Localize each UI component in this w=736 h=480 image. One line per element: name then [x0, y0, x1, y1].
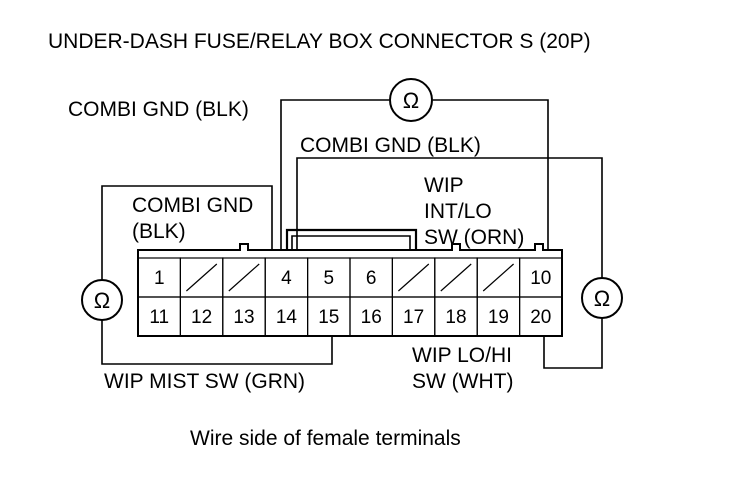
wire-mid-gnd: [296, 157, 603, 278]
wire-int-lo-inner: [291, 235, 411, 256]
terminal-number: 6: [366, 268, 377, 289]
terminal-cell: [518, 296, 563, 337]
blank-terminal-slash: [440, 263, 472, 292]
terminal-number: 19: [488, 307, 509, 328]
label-wip-int-2: INT/LO: [424, 200, 492, 223]
label-combi-gnd-mid: COMBI GND (BLK): [300, 134, 481, 157]
terminal-number: 5: [324, 268, 335, 289]
terminal-number: 18: [445, 307, 466, 328]
ohmmeter-right: Ω: [581, 277, 623, 319]
terminal-number: 4: [281, 268, 292, 289]
ohm-symbol-right: Ω: [594, 286, 610, 311]
ohmmeter-left-icon: [81, 279, 123, 321]
terminal-number: 1: [154, 268, 165, 289]
blank-terminal-slash: [482, 263, 514, 292]
label-combi-gnd-left-1: COMBI GND: [132, 194, 253, 217]
terminal-number: 14: [276, 307, 298, 328]
terminal-number: 10: [530, 268, 551, 289]
wire-right-meter-bottom: [543, 318, 603, 369]
ohm-symbol-left: Ω: [94, 288, 110, 313]
label-combi-gnd-top: COMBI GND (BLK): [68, 98, 249, 121]
terminal-number: 11: [149, 307, 169, 328]
diagram-title: UNDER-DASH FUSE/RELAY BOX CONNECTOR S (2…: [48, 30, 591, 53]
wire-int-lo-jumper: [285, 228, 418, 256]
blank-terminal-slash: [186, 263, 218, 292]
label-wip-int-3: SW (ORN): [424, 226, 524, 249]
wire-top-meter-right: [433, 99, 549, 250]
ohmmeter-right-icon: [581, 277, 623, 319]
ohm-symbol-top: Ω: [403, 88, 419, 113]
terminal-number: 16: [361, 307, 382, 328]
label-wip-mist: WIP MIST SW (GRN): [104, 370, 305, 393]
ohmmeter-top: Ω: [389, 78, 433, 122]
terminal-number: 17: [403, 307, 424, 328]
wire-pin4-top-meter: [280, 99, 389, 258]
blank-terminal-slash: [398, 263, 430, 292]
label-wip-lohi-2: SW (WHT): [412, 370, 513, 393]
diagram-caption: Wire side of female terminals: [190, 427, 461, 450]
wires: [101, 99, 603, 369]
terminal-number: 20: [530, 307, 551, 328]
wire-left-gnd: [101, 185, 273, 282]
label-wip-int-1: WIP: [424, 174, 464, 197]
terminal-number: 15: [318, 307, 339, 328]
terminal-number: 13: [233, 307, 254, 328]
blank-terminal-slash: [228, 263, 260, 292]
label-wip-lohi-1: WIP LO/HI: [412, 344, 512, 367]
terminal-number: 12: [191, 307, 212, 328]
ohmmeter-top-icon: [389, 78, 433, 122]
ohmmeter-left: Ω: [81, 279, 123, 321]
label-combi-gnd-left-2: (BLK): [132, 220, 186, 243]
wire-left-meter-bottom: [101, 320, 333, 365]
